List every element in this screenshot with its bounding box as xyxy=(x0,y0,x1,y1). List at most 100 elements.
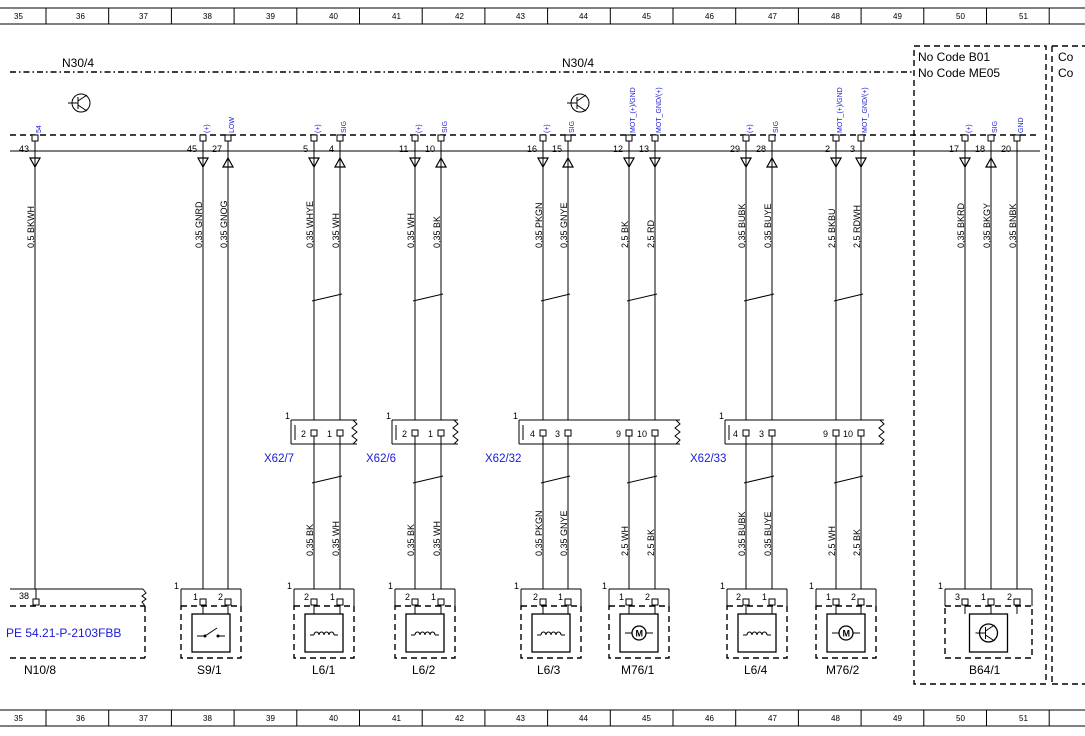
pin-signal-name: (+) xyxy=(747,124,754,133)
component-pin-number: 2 xyxy=(851,592,856,602)
ruler-label: 36 xyxy=(76,12,85,21)
module-n10-8: 38 PE 54.21-P-2103FBB N10/8 xyxy=(6,588,147,677)
wire-label: 0,35 GNYE xyxy=(559,202,569,248)
twisted-pair-marker xyxy=(833,293,864,302)
pin-number: 5 xyxy=(303,144,308,154)
component-housing-number: 1 xyxy=(809,581,814,591)
component-label: L6/3 xyxy=(537,663,561,677)
component-pin-number: 2 xyxy=(645,592,650,602)
component-label: M76/2 xyxy=(826,663,860,677)
ruler-label: 38 xyxy=(203,12,212,21)
component-housing-number: 1 xyxy=(174,581,179,591)
pin-signal-name: SIG xyxy=(442,121,449,133)
pin-signal-name: LOW xyxy=(229,117,236,133)
wire-label: 0,35 PKGN xyxy=(534,510,544,556)
component-pin-number: 1 xyxy=(558,592,563,602)
wire-label: 0,35 WHYE xyxy=(305,201,315,248)
wire-label: 0,35 WH xyxy=(432,521,442,556)
twisted-pair-marker xyxy=(626,475,658,484)
wire-label: 0,5 BKWH xyxy=(26,206,36,248)
pin-number: 43 xyxy=(19,144,29,154)
wire-label: 0,35 BKGY xyxy=(982,203,992,248)
component-pin-number: 1 xyxy=(762,592,767,602)
ruler-label: 46 xyxy=(705,714,714,723)
wire-label: 0,35 BUBK xyxy=(737,511,747,556)
ruler-label: 48 xyxy=(831,12,840,21)
component-label: L6/2 xyxy=(412,663,436,677)
pin-signal-name: (+) xyxy=(966,124,973,133)
ruler-label: 38 xyxy=(203,714,212,723)
twisted-pair-marker xyxy=(540,293,571,302)
transistor-icon xyxy=(68,93,91,113)
pin-number: 28 xyxy=(756,144,766,154)
pin-number: 10 xyxy=(425,144,435,154)
pin-number: 20 xyxy=(1001,144,1011,154)
wire-label: 0,35 BUYE xyxy=(763,203,773,248)
pin-signal-name: MOT_GND/(+) xyxy=(862,87,869,133)
pin-number: 29 xyxy=(730,144,740,154)
connector-label[interactable]: X62/6 xyxy=(366,453,396,465)
connector-label[interactable]: X62/33 xyxy=(690,453,726,465)
wire-label: 0,35 BK xyxy=(406,524,416,556)
pin-signal-name: (+) xyxy=(544,124,551,133)
coil-icon xyxy=(304,613,344,653)
ruler-label: 35 xyxy=(14,12,23,21)
wire-label: 0,35 BUBK xyxy=(737,203,747,248)
bus-label-mid: N30/4 xyxy=(562,56,594,70)
pin-number: 18 xyxy=(975,144,985,154)
control-unit-pin: 45(+)0,35 GNRD xyxy=(187,124,211,589)
connector-pin-number: 10 xyxy=(843,429,853,439)
ruler-label: 43 xyxy=(516,12,525,21)
wire-label: 0,35 GNYE xyxy=(559,510,569,556)
ruler-label: 51 xyxy=(1019,714,1028,723)
ruler-label: 37 xyxy=(139,714,148,723)
connector-pin-number: 1 xyxy=(327,429,332,439)
control-unit-pin: 17(+)0,35 BKRD xyxy=(949,124,973,589)
connector-housing-number: 1 xyxy=(386,411,391,421)
twisted-pair-marker xyxy=(311,475,343,484)
wire-label: 2,5 BK xyxy=(646,529,656,556)
ruler-label: 42 xyxy=(455,714,464,723)
wire-label: 0,35 GNOG xyxy=(219,200,229,248)
pin-number: 12 xyxy=(613,144,623,154)
transistor-icon xyxy=(567,93,590,113)
ruler-label: 40 xyxy=(329,714,338,723)
connector-pin-number: 4 xyxy=(530,429,535,439)
wire-label: 2,5 WH xyxy=(827,526,837,556)
component-pin-number: 1 xyxy=(981,592,986,602)
hall-sensor-icon xyxy=(968,613,1009,653)
pin-signal-name: SIG xyxy=(992,121,999,133)
ruler-label: 48 xyxy=(831,714,840,723)
wire-label: 0,35 WH xyxy=(406,213,416,248)
coil-icon xyxy=(405,613,445,653)
connector-label[interactable]: X62/32 xyxy=(485,453,521,465)
wire-label: 2,5 BKBU xyxy=(827,208,837,248)
connector-pin-number: 3 xyxy=(555,429,560,439)
connector-pin-number: 3 xyxy=(759,429,764,439)
document-reference-link[interactable]: PE 54.21-P-2103FBB xyxy=(6,626,121,640)
connector-label[interactable]: X62/7 xyxy=(264,453,294,465)
wire-label: 0,35 PKGN xyxy=(534,202,544,248)
pin-number: 15 xyxy=(552,144,562,154)
pin-signal-name: SIG xyxy=(341,121,348,133)
ruler-label: 50 xyxy=(956,714,965,723)
code-variant-box xyxy=(913,45,1047,685)
ruler-label: 43 xyxy=(516,714,525,723)
